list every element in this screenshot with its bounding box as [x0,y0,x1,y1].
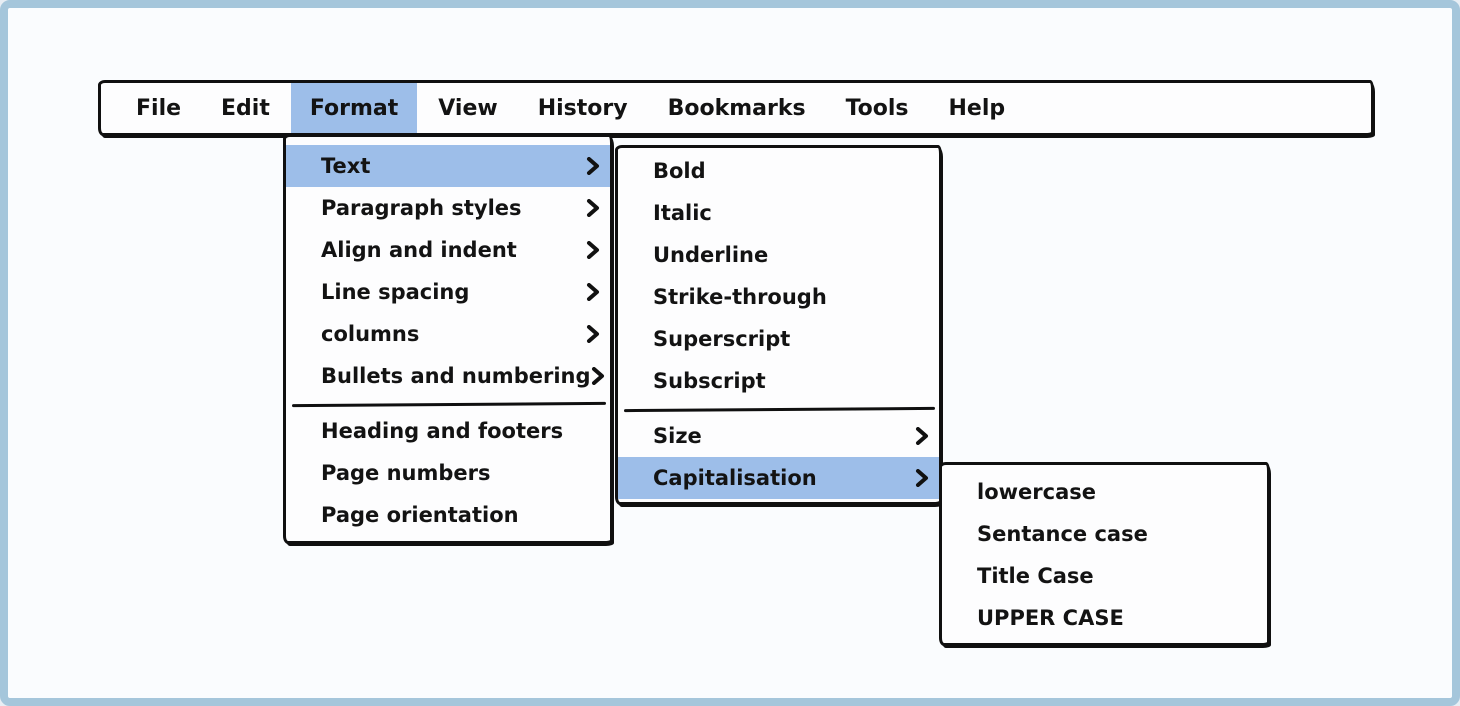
menu-item-text[interactable]: Text [286,145,610,187]
menu-item-label: Title Case [977,564,1094,588]
menu-item-capitalisation[interactable]: Capitalisation [618,457,939,499]
submenu-arrow-icon [591,367,605,385]
format-menu: Text Paragraph styles Align and indent L… [283,134,613,544]
menu-item-label: Capitalisation [653,466,817,490]
menu-item-size[interactable]: Size [618,415,939,457]
menu-item-label: Size [653,424,702,448]
menu-item-label: Italic [653,201,712,225]
menu-item-line-spacing[interactable]: Line spacing [286,271,610,313]
menu-item-lowercase[interactable]: lowercase [942,471,1267,513]
menu-item-paragraph-styles[interactable]: Paragraph styles [286,187,610,229]
menu-item-label: Page numbers [321,461,491,485]
menu-item-label: Heading and footers [321,419,564,443]
menu-item-superscript[interactable]: Superscript [618,318,939,360]
submenu-arrow-icon [586,241,600,259]
menu-item-label: Sentance case [977,522,1148,546]
submenu-arrow-icon [586,325,600,343]
menu-item-label: Subscript [653,369,766,393]
menu-item-bold[interactable]: Bold [618,150,939,192]
menu-item-label: Superscript [653,327,791,351]
menubar-item-file[interactable]: File [136,95,182,121]
menubar-item-edit[interactable]: Edit [221,95,270,121]
menu-item-upper-case[interactable]: UPPER CASE [942,597,1267,639]
menubar-item-view[interactable]: View [438,95,498,121]
menu-item-label: Page orientation [321,503,519,527]
menu-item-subscript[interactable]: Subscript [618,360,939,402]
menu-item-columns[interactable]: columns [286,313,610,355]
submenu-arrow-icon [586,199,600,217]
menubar-item-bookmarks[interactable]: Bookmarks [667,95,806,121]
menu-item-align-and-indent[interactable]: Align and indent [286,229,610,271]
menu-item-label: Paragraph styles [321,196,522,220]
menu-item-label: UPPER CASE [977,606,1124,630]
menu-separator [291,401,607,408]
menu-item-italic[interactable]: Italic [618,192,939,234]
menu-item-page-orientation[interactable]: Page orientation [286,494,610,536]
menubar-item-history[interactable]: History [537,95,628,121]
menu-item-strike-through[interactable]: Strike-through [618,276,939,318]
submenu-arrow-icon [586,157,600,175]
menu-item-label: Text [321,154,371,178]
capitalisation-submenu: lowercase Sentance case Title Case UPPER… [939,462,1270,646]
menu-item-sentance-case[interactable]: Sentance case [942,513,1267,555]
menu-item-label: Underline [653,243,769,267]
menu-item-label: Bullets and numbering [321,364,591,388]
submenu-arrow-icon [915,427,929,445]
menu-item-label: lowercase [977,480,1096,504]
menu-item-label: Line spacing [321,280,470,304]
menu-bar: File Edit Format View History Bookmarks … [98,80,1374,136]
menu-item-label: Align and indent [321,238,517,262]
menu-item-label: columns [321,322,420,346]
menu-item-page-numbers[interactable]: Page numbers [286,452,610,494]
submenu-arrow-icon [915,469,929,487]
menu-item-heading-and-footers[interactable]: Heading and footers [286,410,610,452]
menubar-item-tools[interactable]: Tools [845,95,909,121]
menu-item-label: Strike-through [653,285,827,309]
menu-item-title-case[interactable]: Title Case [942,555,1267,597]
menu-item-underline[interactable]: Underline [618,234,939,276]
menu-item-bullets-and-numbering[interactable]: Bullets and numbering [286,355,610,397]
menubar-item-help[interactable]: Help [948,95,1006,121]
menu-separator [623,406,936,413]
text-submenu: Bold Italic Underline Strike-through Sup… [615,145,942,505]
menubar-item-format[interactable]: Format [290,83,418,133]
menu-item-label: Bold [653,159,706,183]
submenu-arrow-icon [586,283,600,301]
